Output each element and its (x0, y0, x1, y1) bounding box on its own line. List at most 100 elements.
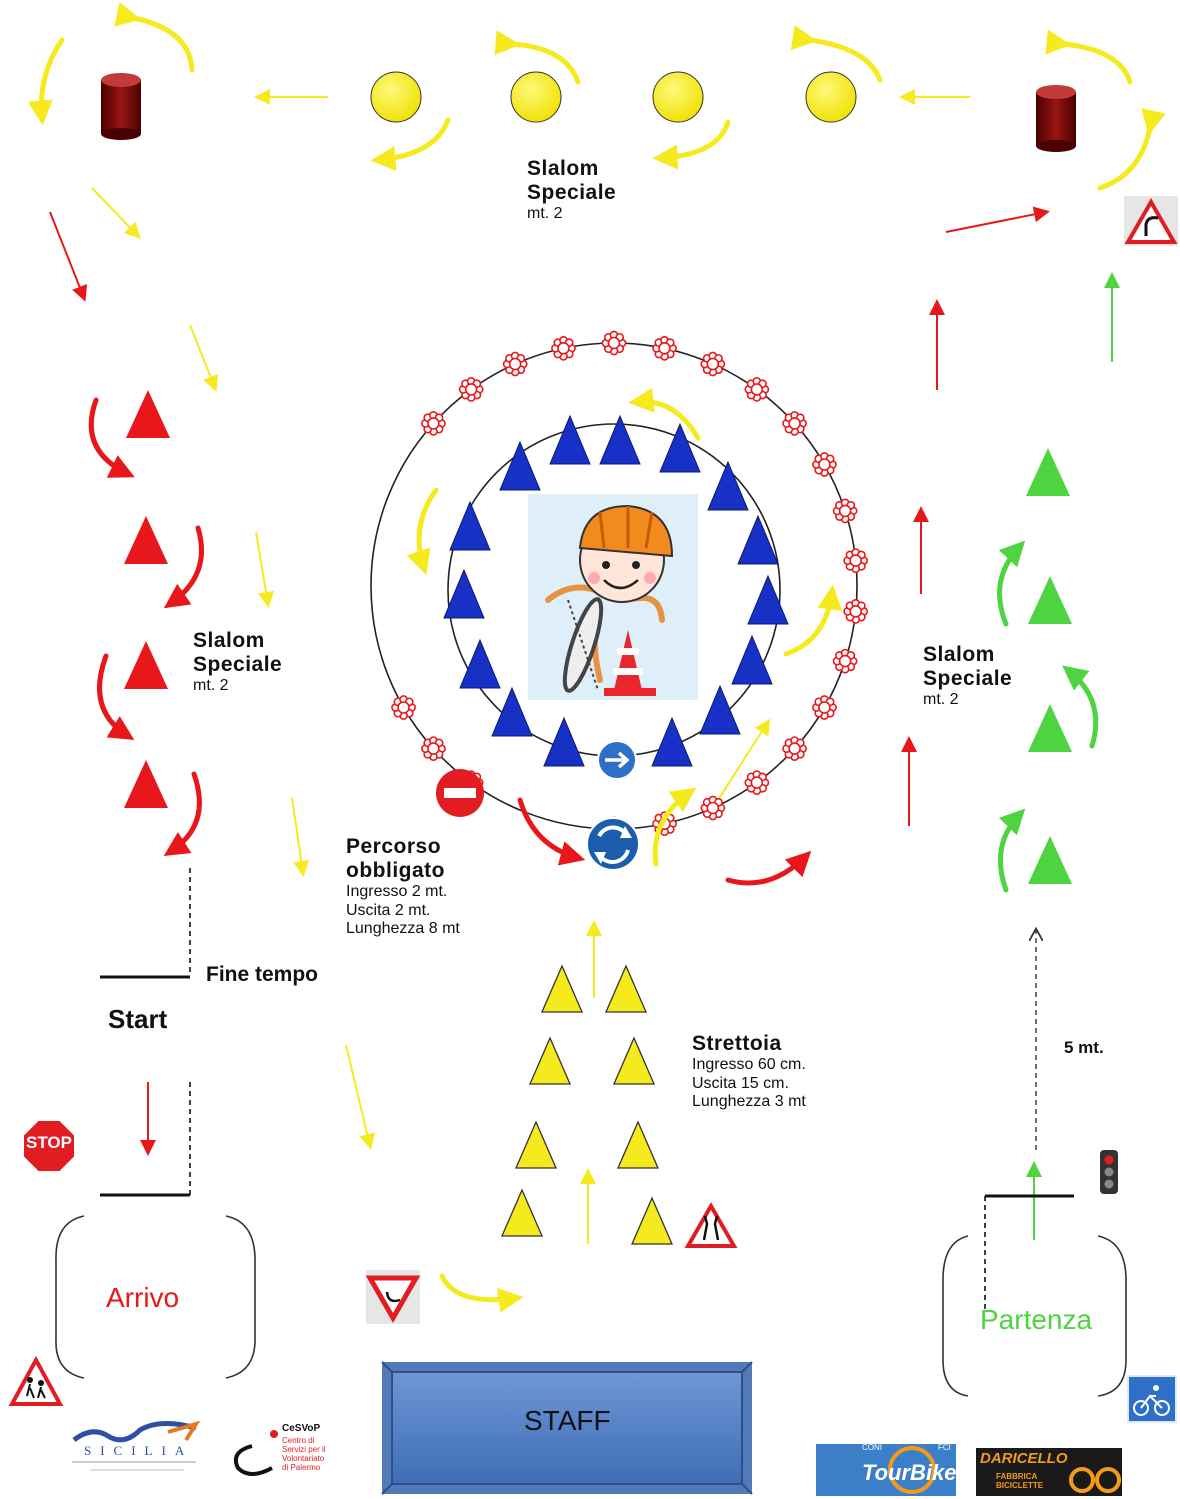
mascot-illustration (528, 494, 698, 700)
flower-marker-icon (813, 453, 836, 476)
yellow-disc-icon (511, 72, 561, 122)
cone-icon (1028, 576, 1072, 624)
flower-marker-icon (834, 499, 857, 522)
flower-marker-icon (701, 796, 724, 819)
flower-marker-icon (552, 337, 575, 360)
tourbike-name: TourBike (862, 1460, 957, 1486)
curve-warning-sign-icon (1124, 196, 1178, 246)
cone-icon (544, 718, 584, 766)
cesvop-logo (236, 1430, 278, 1474)
slalom-title: Slalom (193, 629, 282, 653)
cone-icon (516, 1122, 556, 1168)
cone-icon (1028, 836, 1072, 884)
cone-icon (124, 641, 168, 689)
slalom-left-label: Slalom Speciale mt. 2 (193, 629, 282, 696)
daricello-text: FABBRICA BICICLETTE (996, 1472, 1043, 1490)
flower-marker-icon (602, 331, 625, 354)
flower-marker-icon (392, 696, 415, 719)
slalom-title: Speciale (527, 181, 616, 205)
slalom-title: Speciale (923, 667, 1012, 691)
slalom-distance: mt. 2 (923, 691, 1012, 709)
msp-region: SICILIA (84, 1443, 193, 1459)
cesvop-name: CeSVoP (282, 1423, 320, 1434)
percorso-ingresso: Ingresso 2 mt. (346, 883, 460, 901)
no-entry-sign-icon (436, 769, 484, 817)
yellow-curved-arrow (442, 1276, 516, 1300)
cone-icon (492, 688, 532, 736)
partenza-label: Partenza (980, 1304, 1092, 1336)
cone-icon (732, 636, 772, 684)
percorso-uscita: Uscita 2 mt. (346, 902, 460, 920)
daricello-name: DARICELLO (980, 1450, 1068, 1467)
flower-marker-icon (745, 771, 768, 794)
stop-sign-text: STOP (26, 1133, 72, 1153)
cone-icon (550, 416, 590, 464)
bicycle-sign-icon (1128, 1376, 1176, 1422)
percorso-title: Percorso (346, 835, 460, 859)
yellow-disc-icon (806, 72, 856, 122)
strettoia-uscita: Uscita 15 cm. (692, 1075, 806, 1093)
percorso-title: obbligato (346, 859, 460, 883)
slalom-title: Speciale (193, 653, 282, 677)
cone-icon (500, 442, 540, 490)
flower-marker-icon (422, 412, 445, 435)
flower-marker-icon (834, 649, 857, 672)
flower-marker-icon (844, 549, 867, 572)
flower-marker-icon (422, 737, 445, 760)
flower-marker-icon (653, 337, 676, 360)
flower-marker-icon (844, 600, 867, 623)
narrowing-sign-icon (688, 1206, 734, 1246)
start-label: Start (108, 1004, 167, 1035)
roundabout-sign-icon (587, 818, 639, 870)
cone-icon (708, 462, 748, 510)
cone-icon (450, 502, 490, 550)
strettoia-title: Strettoia (692, 1032, 806, 1056)
cone-icon (126, 390, 170, 438)
direction-right-sign-icon (598, 741, 636, 779)
cone-icon (614, 1038, 654, 1084)
yellow-disc-icon (653, 72, 703, 122)
cone-icon (632, 1198, 672, 1244)
right-slalom (1000, 448, 1096, 890)
flower-marker-icon (504, 352, 527, 375)
cone-icon (618, 1122, 658, 1168)
cone-icon (444, 570, 484, 618)
strettoia-lunghezza: Lunghezza 3 mt (692, 1093, 806, 1111)
strettoia-label: Strettoia Ingresso 60 cm. Uscita 15 cm. … (692, 1032, 806, 1111)
tourbike-coni: CONI (862, 1443, 882, 1452)
roundabout (371, 331, 867, 883)
flower-marker-icon (745, 378, 768, 401)
slalom-distance: mt. 2 (527, 205, 616, 223)
flower-marker-icon (701, 352, 724, 375)
arrivo-label: Arrivo (106, 1282, 179, 1314)
flower-marker-icon (783, 412, 806, 435)
cone-icon (530, 1038, 570, 1084)
strettoia-ingresso: Ingresso 60 cm. (692, 1056, 806, 1074)
cesvop-text: Centro di Servizi per il Volontariato di… (282, 1436, 326, 1472)
flower-marker-icon (813, 696, 836, 719)
cone-icon (1026, 448, 1070, 496)
percorso-lunghezza: Lunghezza 8 mt (346, 920, 460, 938)
slalom-distance: mt. 2 (193, 677, 282, 695)
cone-icon (748, 576, 788, 624)
slalom-title: Slalom (923, 643, 1012, 667)
cone-icon (502, 1190, 542, 1236)
cone-icon (1028, 704, 1072, 752)
flower-marker-icon (783, 737, 806, 760)
children-warning-sign-icon (12, 1360, 60, 1404)
cone-icon (600, 416, 640, 464)
flower-marker-icon (460, 378, 483, 401)
barrel-icon (1036, 85, 1076, 152)
left-slalom (91, 390, 201, 852)
percorso-label: Percorso obbligato Ingresso 2 mt. Uscita… (346, 835, 460, 938)
cone-icon (700, 686, 740, 734)
give-way-sign-icon (366, 1270, 420, 1324)
top-slalom (101, 72, 1076, 152)
traffic-light-icon (1100, 1150, 1118, 1194)
cone-icon (124, 760, 168, 808)
cone-icon (652, 718, 692, 766)
fine-tempo-label: Fine tempo (206, 963, 318, 987)
cone-icon (542, 966, 582, 1012)
